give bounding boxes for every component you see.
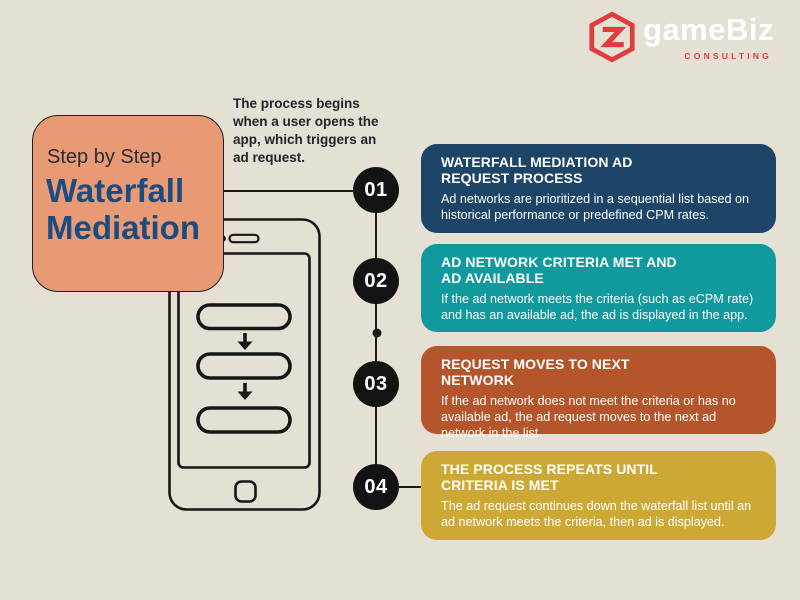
step-circle-04: 04 — [353, 464, 399, 510]
brand-text: gameBiz CONSULTING — [643, 10, 774, 61]
brand-tagline: CONSULTING — [684, 51, 772, 61]
hero-title-line2: Mediation — [46, 208, 200, 246]
phone-outline — [168, 218, 321, 511]
intro-text: The process begins when a user opens the… — [233, 96, 379, 166]
brand-name: gameBiz — [643, 12, 774, 47]
ad-slot-pill — [196, 303, 292, 331]
step-box-body: The ad request continues down the waterf… — [441, 498, 752, 529]
phone-screen — [177, 252, 311, 469]
step-box-title: WATERFALL MEDIATION AD REQUEST PROCESS — [441, 154, 633, 187]
phone-illustration — [168, 218, 321, 511]
down-arrow-icon — [237, 341, 253, 350]
step-box-4: THE PROCESS REPEATS UNTIL CRITERIA IS ME… — [421, 451, 776, 540]
step-box-1: WATERFALL MEDIATION AD REQUEST PROCESS A… — [421, 144, 776, 233]
gamebiz-hexagon-icon — [589, 11, 635, 63]
step-box-3: REQUEST MOVES TO NEXT NETWORK If the ad … — [421, 346, 776, 440]
hero-kicker: Step by Step — [47, 146, 162, 168]
home-button — [234, 480, 257, 503]
hero-title-line1: Waterfall — [46, 172, 185, 209]
speaker-icon — [228, 233, 260, 244]
step-circle-02: 02 — [353, 258, 399, 304]
step-circle-03: 03 — [353, 361, 399, 407]
hero-title: Waterfall Mediation — [46, 172, 200, 247]
step-box-body: Ad networks are prioritized in a sequent… — [441, 191, 750, 222]
step-box-body: If the ad network does not meet the crit… — [441, 393, 736, 440]
step-box-2: AD NETWORK CRITERIA MET AND AD AVAILABLE… — [421, 244, 776, 332]
ad-slot-pill — [196, 406, 292, 434]
down-arrow-icon — [237, 391, 253, 400]
step-box-title: REQUEST MOVES TO NEXT NETWORK — [441, 356, 630, 389]
step-box-title: THE PROCESS REPEATS UNTIL CRITERIA IS ME… — [441, 461, 658, 494]
brand-logo: gameBiz CONSULTING — [585, 10, 774, 64]
timeline-dot — [372, 328, 382, 338]
ad-slot-pill — [196, 352, 292, 380]
step-box-title: AD NETWORK CRITERIA MET AND AD AVAILABLE — [441, 254, 677, 287]
hero-card: Step by Step Waterfall Mediation — [32, 115, 224, 292]
step-circle-01: 01 — [353, 167, 399, 213]
step-box-body: If the ad network meets the criteria (su… — [441, 291, 754, 322]
